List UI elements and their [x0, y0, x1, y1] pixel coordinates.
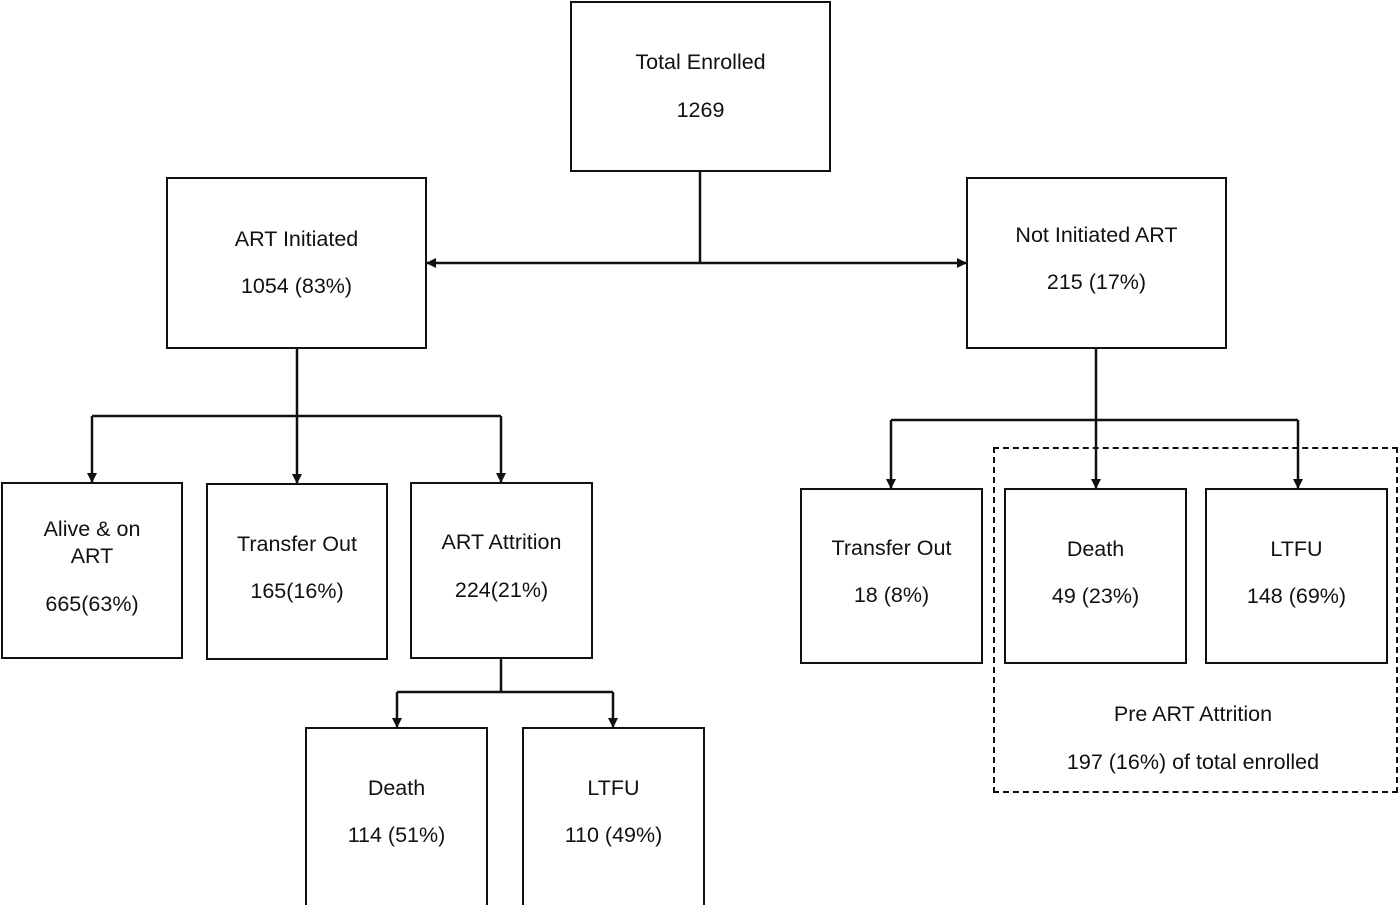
alive-on-art-value: 665(63%) — [45, 592, 139, 616]
not-initiated-art-label: Not Initiated ART — [1015, 223, 1178, 247]
ltfu-art-label: LTFU — [587, 776, 640, 800]
death-pre-value: 49 (23%) — [1051, 584, 1140, 608]
alive-on-art-label-line1: Alive & on — [43, 517, 141, 541]
alive-on-art-label-line2: ART — [70, 544, 114, 568]
transfer-out-pre-box: Transfer Out 18 (8%) — [800, 488, 983, 664]
not-initiated-art-box: Not Initiated ART 215 (17%) — [966, 177, 1227, 349]
alive-on-art-box: Alive & on ART 665(63%) — [1, 482, 183, 659]
transfer-out-art-value: 165(16%) — [250, 579, 344, 603]
pre-art-attrition-region — [993, 447, 1398, 793]
ltfu-pre-box: LTFU 148 (69%) — [1205, 488, 1388, 664]
art-attrition-label: ART Attrition — [441, 530, 562, 554]
transfer-out-pre-value: 18 (8%) — [853, 583, 930, 607]
art-initiated-value: 1054 (83%) — [240, 274, 353, 298]
art-attrition-box: ART Attrition 224(21%) — [410, 482, 593, 659]
art-initiated-label: ART Initiated — [234, 227, 359, 251]
ltfu-pre-value: 148 (69%) — [1246, 584, 1347, 608]
death-art-value: 114 (51%) — [347, 823, 446, 847]
pre-art-attrition-label: Pre ART Attrition — [1113, 702, 1273, 726]
art-attrition-value: 224(21%) — [454, 578, 549, 602]
total-enrolled-label: Total Enrolled — [635, 50, 766, 74]
transfer-out-pre-label: Transfer Out — [831, 536, 952, 560]
art-initiated-box: ART Initiated 1054 (83%) — [166, 177, 427, 349]
total-enrolled-box: Total Enrolled 1269 — [570, 1, 831, 172]
not-initiated-art-value: 215 (17%) — [1046, 270, 1147, 294]
ltfu-art-box: LTFU 110 (49%) — [522, 727, 705, 905]
ltfu-art-value: 110 (49%) — [564, 823, 663, 847]
death-art-box: Death 114 (51%) — [305, 727, 488, 905]
death-art-label: Death — [367, 776, 426, 800]
death-pre-label: Death — [1066, 537, 1125, 561]
transfer-out-art-box: Transfer Out 165(16%) — [206, 483, 388, 660]
death-pre-box: Death 49 (23%) — [1004, 488, 1187, 664]
total-enrolled-value: 1269 — [676, 98, 725, 122]
transfer-out-art-label: Transfer Out — [237, 532, 357, 556]
pre-art-attrition-value: 197 (16%) of total enrolled — [1066, 750, 1320, 774]
ltfu-pre-label: LTFU — [1270, 537, 1323, 561]
